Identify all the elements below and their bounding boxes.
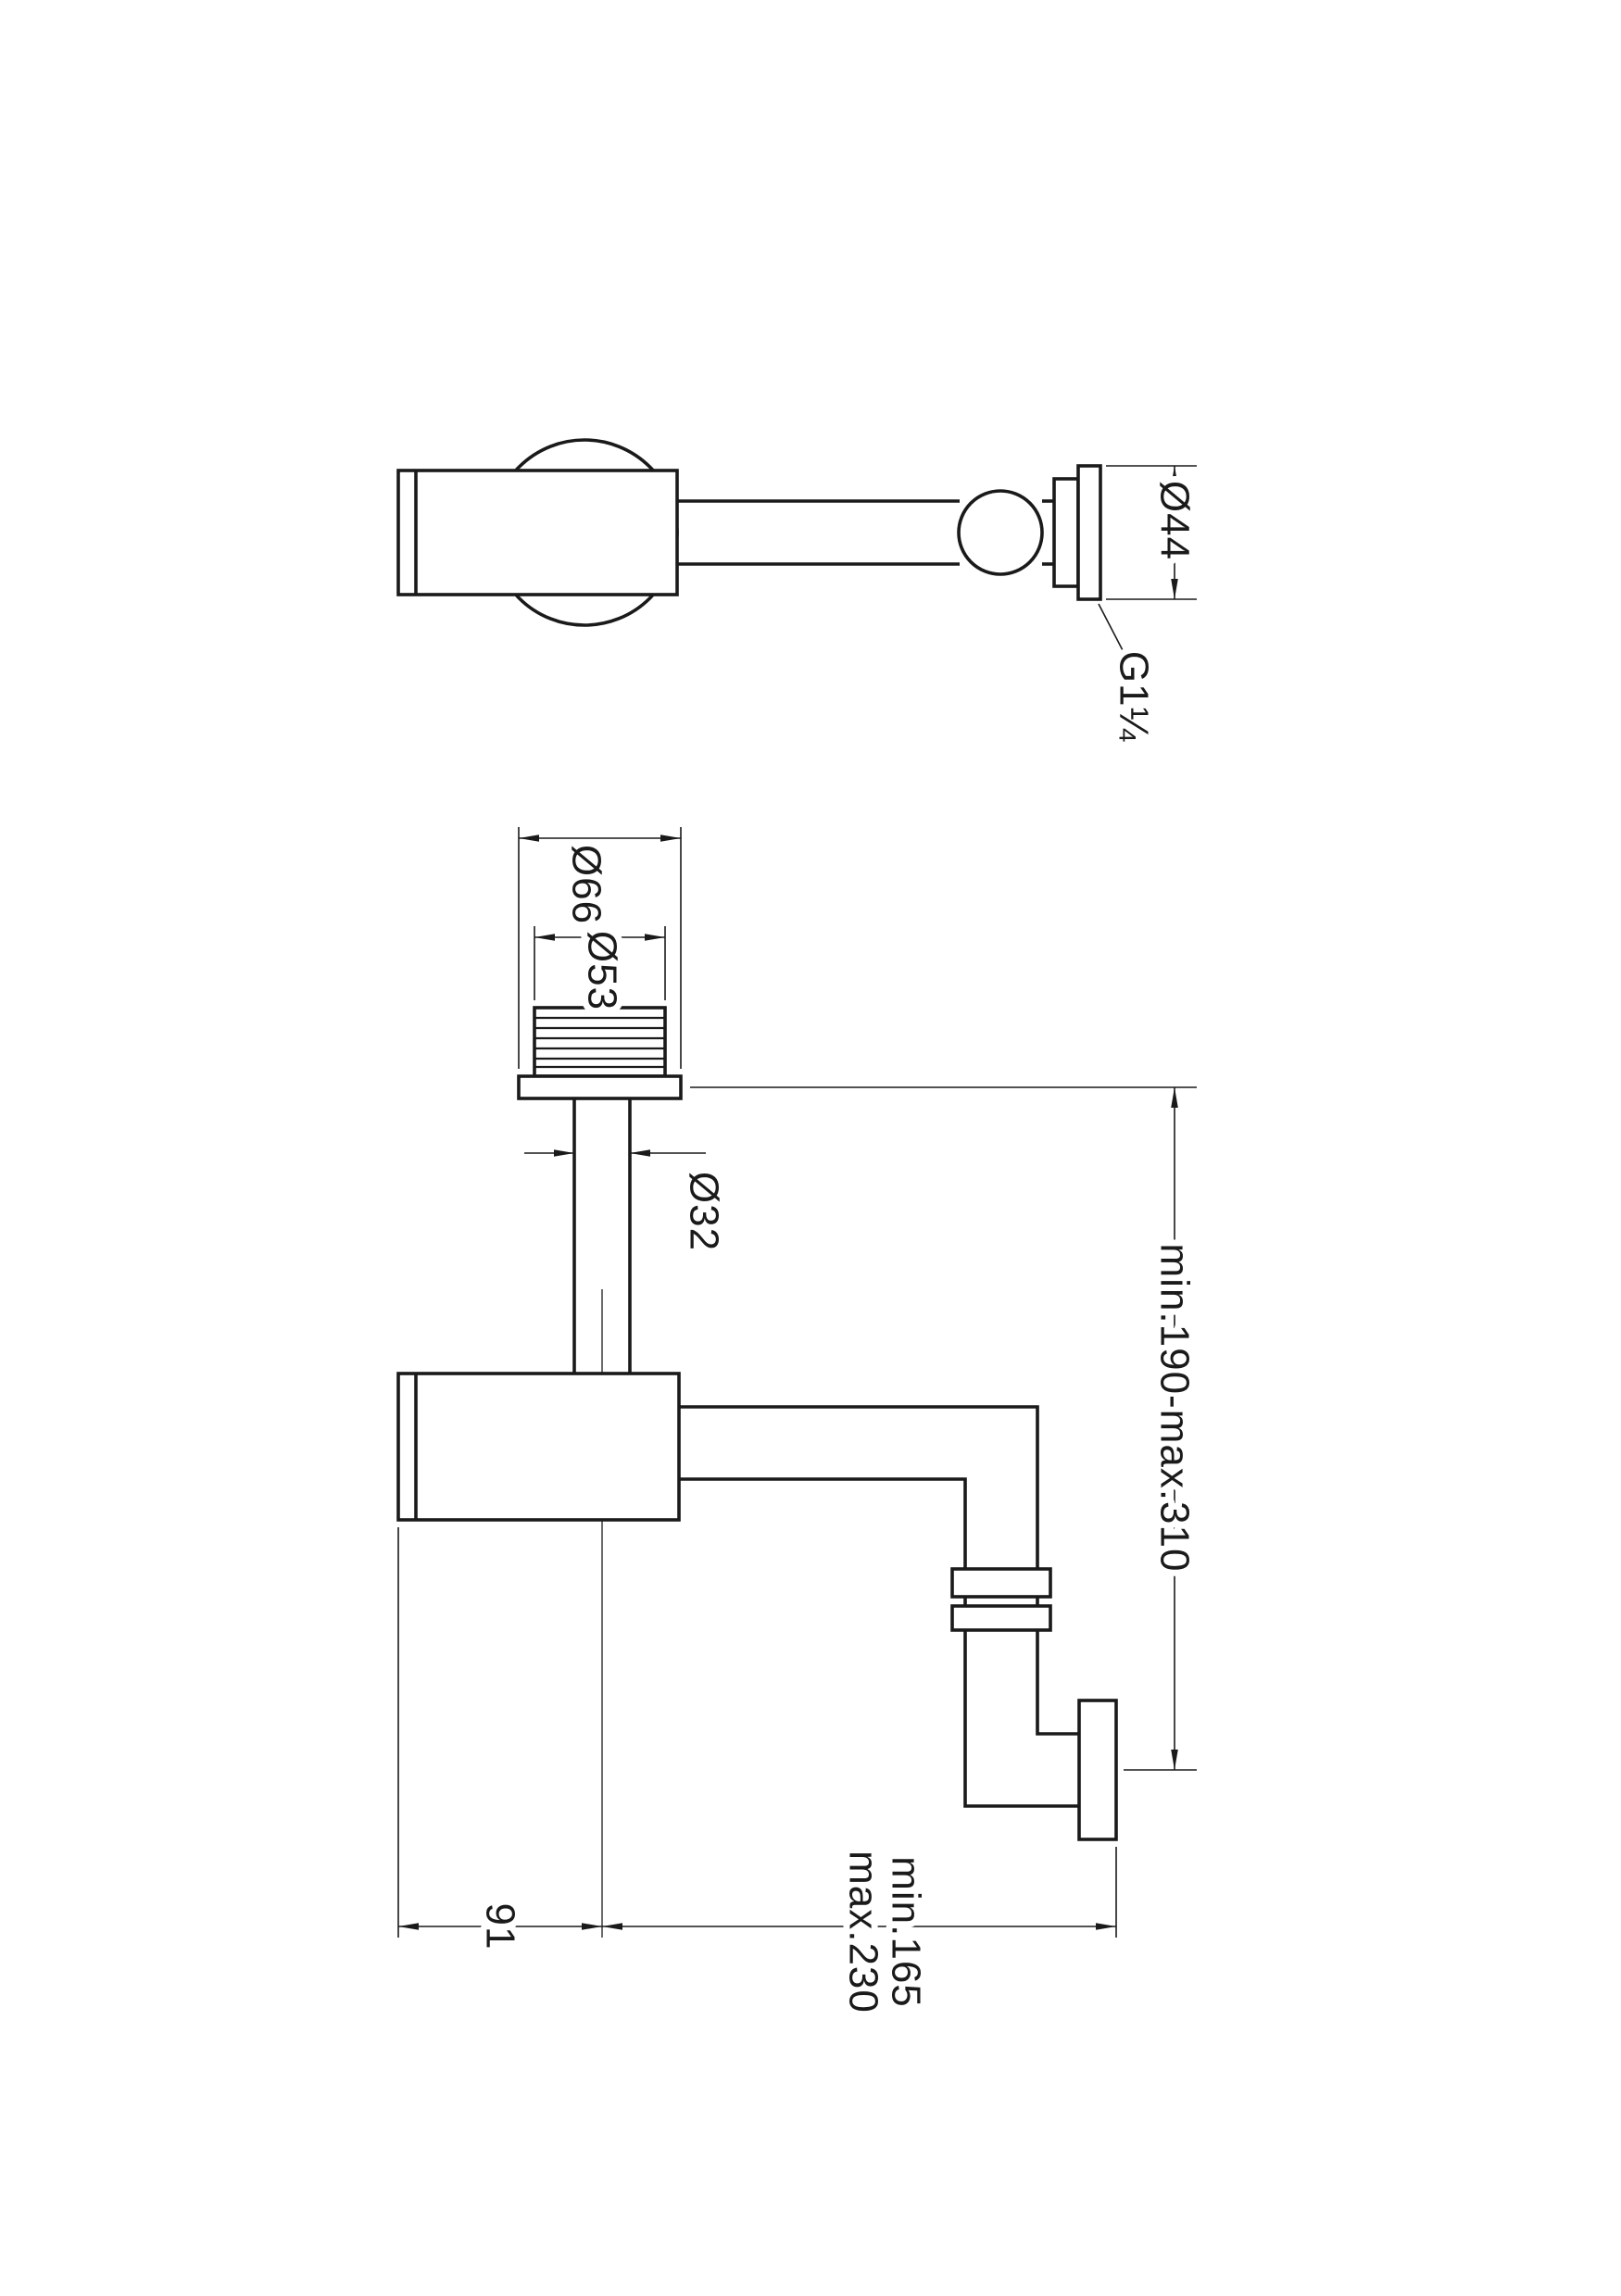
connection-nut [1052, 477, 1080, 588]
connection-flange [1076, 464, 1102, 601]
inlet-flange [517, 1074, 683, 1100]
front-view: Ø66 Ø53 Ø32 min.190-max.310 91 min.165 [396, 827, 1204, 2020]
dim-text-tailpipe-diameter: Ø32 [682, 1172, 727, 1251]
dim-text-wall-distance-min: min.165 [884, 1856, 929, 2008]
dim-text-wall-distance-max: max.230 [841, 1851, 886, 2014]
thread-hatching [534, 1016, 665, 1069]
trap-body-front [396, 1372, 681, 1522]
outlet-pipe-inner-line [679, 1477, 1079, 1808]
threaded-inlet [533, 1006, 667, 1078]
dim-text-centre-offset: 91 [478, 1903, 523, 1951]
dim-text-thread-size: G1¼ [1112, 651, 1157, 743]
dim-text-flange-outer-diameter: Ø66 [564, 845, 609, 924]
wall-outlet-flange [1077, 1699, 1118, 1841]
compression-ring-lower [950, 1604, 1052, 1632]
dim-text-install-height: min.190-max.310 [1152, 1244, 1198, 1573]
trap-body-side [396, 469, 679, 596]
dim-text-thread-diameter: Ø53 [580, 931, 625, 1010]
compression-ring-upper [950, 1567, 1052, 1599]
dim-text-flange-diameter: Ø44 [1152, 481, 1198, 560]
coupling-ring [957, 489, 1044, 576]
thread-leader-line [1098, 603, 1125, 655]
side-view: Ø44 G1¼ [396, 438, 1204, 749]
